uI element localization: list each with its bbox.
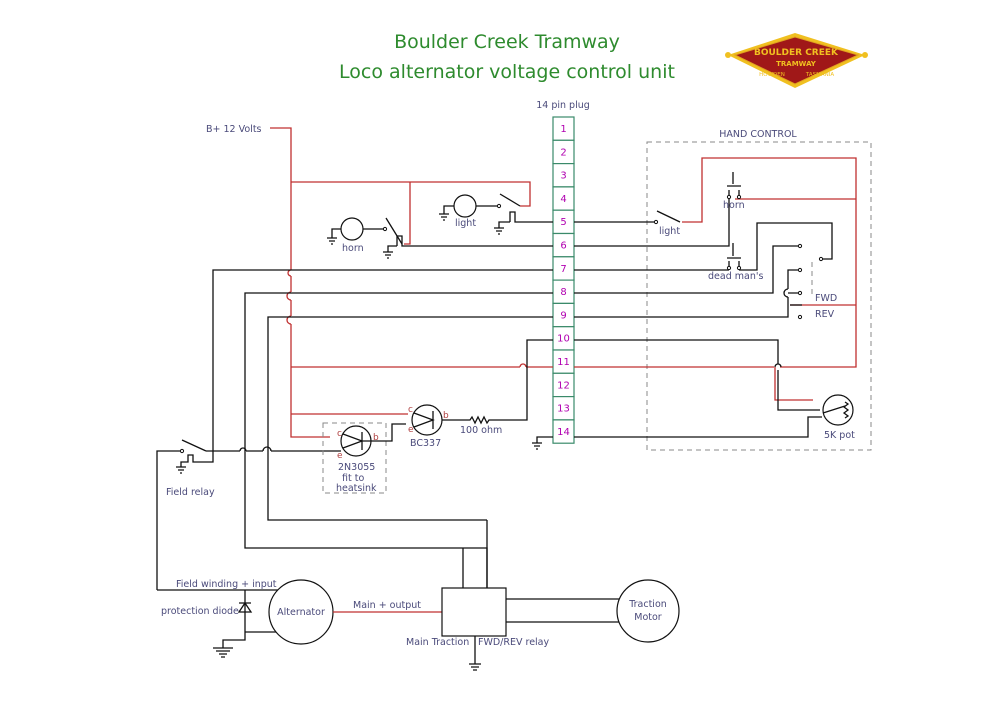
- main-traction-label: Main Traction: [406, 637, 469, 648]
- hc-deadman-label: dead man's: [708, 271, 763, 282]
- logo-line-3-left: HOWDEN: [759, 72, 785, 78]
- plug-pin-number: 13: [557, 404, 570, 415]
- hc-light-label: light: [659, 226, 680, 237]
- transistor-2n3055: [340, 423, 406, 457]
- title-line-2: Loco alternator voltage control unit: [339, 61, 675, 83]
- plug-pin-number: 14: [557, 427, 570, 438]
- protection-diode-label: protection diode: [161, 606, 239, 617]
- fwd-rev-relay-box: [441, 587, 507, 637]
- horn-lamp: [327, 217, 553, 259]
- plug-pin-number: 11: [557, 357, 570, 368]
- field-relay-label: Field relay: [166, 487, 215, 498]
- plug-pin-number: 3: [560, 171, 566, 182]
- fwd-label: FWD: [815, 293, 837, 304]
- heatsink-label: heatsink: [336, 483, 377, 494]
- ground-icon: [469, 636, 481, 671]
- logo-line-1: BOULDER CREEK: [754, 48, 839, 58]
- hand-control-wiring: [574, 157, 857, 438]
- supply-label: B+ 12 Volts: [206, 124, 262, 135]
- light-lamp-label: light: [455, 218, 476, 229]
- 2n3055-base-label: b: [373, 433, 379, 443]
- traction-motor: [616, 579, 680, 643]
- plug-pin-number: 10: [557, 334, 570, 345]
- plug-pin-number: 6: [560, 241, 566, 252]
- bc337-emitter-label: e: [408, 425, 414, 435]
- plug-pin-number: 1: [560, 124, 566, 135]
- relay-control-wires: [462, 520, 488, 588]
- light-lamp: [439, 193, 553, 235]
- fit-to-label: fit to: [342, 473, 364, 484]
- potentiometer: [822, 394, 854, 426]
- 2n3055-collector-label: c: [337, 429, 342, 439]
- title-line-1: Boulder Creek Tramway: [394, 31, 620, 53]
- boulder-creek-logo: BOULDER CREEK TRAMWAY HOWDEN TASMANIA: [725, 33, 868, 88]
- rev-label: REV: [815, 309, 835, 320]
- pot-label: 5K pot: [824, 430, 855, 441]
- bc337-label: BC337: [410, 438, 441, 449]
- main-output-label: Main + output: [353, 600, 421, 611]
- hand-control-label: HAND CONTROL: [719, 129, 797, 140]
- transistor-bc337: [411, 339, 553, 436]
- traction-motor-wires: [506, 598, 621, 623]
- positive-supply-wire: [270, 127, 330, 438]
- field-winding-label: Field winding + input: [176, 579, 277, 590]
- traction-motor-label-2: Motor: [634, 612, 662, 623]
- logo-line-3-right: TASMANIA: [805, 72, 834, 78]
- plug-pin-cell: [552, 419, 575, 444]
- heatsink-box: [322, 422, 387, 494]
- resistor-label: 100 ohm: [460, 425, 502, 436]
- bc337-collector-label: c: [408, 405, 413, 415]
- plug-label: 14 pin plug: [536, 100, 590, 111]
- plug-pin-number: 12: [557, 380, 570, 391]
- alternator-label: Alternator: [277, 607, 325, 618]
- plug-pin-number: 4: [560, 194, 566, 205]
- field-relay: [156, 439, 341, 590]
- logo-line-2: TRAMWAY: [776, 60, 817, 68]
- 2n3055-label: 2N3055: [338, 462, 375, 473]
- bc337-base-label: b: [443, 411, 449, 421]
- plug-pin-number: 5: [560, 217, 566, 228]
- hc-horn-label: horn: [723, 200, 745, 211]
- plug-pin-number: 8: [560, 287, 566, 298]
- horn-lamp-label: horn: [342, 243, 364, 254]
- ground-icon: [532, 436, 553, 450]
- hand-control-box: [646, 141, 872, 451]
- 2n3055-emitter-label: e: [337, 451, 343, 461]
- traction-motor-label-1: Traction: [628, 599, 667, 610]
- accessory-supply-wire: [291, 181, 531, 245]
- plug-pin-number: 9: [560, 310, 566, 321]
- fwd-rev-relay-label: FWD/REV relay: [478, 637, 549, 648]
- plug-pin-number: 2: [560, 147, 566, 158]
- plug-pin-number: 7: [560, 264, 566, 275]
- protection-diode: [213, 590, 276, 658]
- wire-crossover: [519, 363, 527, 368]
